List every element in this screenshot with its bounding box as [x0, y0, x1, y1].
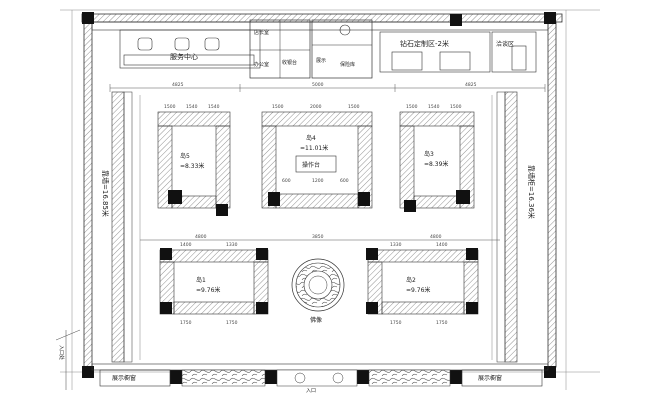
custom-area-label: 钻石定制区-2米: [400, 39, 449, 48]
vip-room-label: 洽谈区: [496, 40, 514, 48]
svg-text:1500: 1500: [272, 104, 284, 110]
chairs: [137, 37, 220, 51]
svg-text:1750: 1750: [180, 320, 192, 326]
svg-text:1540: 1540: [186, 104, 198, 110]
island-3-name: 岛3: [424, 150, 434, 158]
svg-text:1500: 1500: [164, 104, 176, 110]
dim-top-3: 4825: [465, 82, 477, 88]
island-3-length: =8.39米: [424, 160, 448, 168]
svg-text:1200: 1200: [312, 178, 324, 184]
svg-text:1500: 1500: [348, 104, 360, 110]
office-label: 店长室: [254, 29, 269, 36]
svg-text:4800: 4800: [430, 234, 442, 240]
island-4: 岛4 =11.01米 操作台 1500 2000 1500 600 1200 6…: [261, 104, 373, 209]
island-3: 岛3 =8.39米 1500 1540 1500: [399, 104, 475, 212]
dim-top-2: 5000: [312, 82, 324, 88]
cashier-label: 收银台: [282, 59, 297, 66]
svg-text:4800: 4800: [195, 234, 207, 240]
svg-text:1540: 1540: [428, 104, 440, 110]
middle-dimensions: 4800 3850 4800: [140, 234, 500, 241]
side-dimensions: [139, 95, 493, 360]
right-wall-label: 靠墙柜=16.36米: [527, 165, 536, 219]
side-note-label: 入口处: [58, 345, 65, 360]
svg-text:1330: 1330: [390, 242, 402, 248]
vault-label: 保险库: [340, 61, 355, 68]
island-4-length: =11.01米: [300, 144, 328, 152]
island-5-length: =8.33米: [180, 162, 204, 170]
outer-walls: [60, 9, 600, 390]
svg-text:1400: 1400: [180, 242, 192, 248]
storage-label: 办公室: [254, 61, 269, 68]
island-5-name: 岛5: [180, 152, 190, 160]
buddha-statue: 佛像: [291, 258, 345, 324]
window-right-label: 展示橱窗: [478, 374, 502, 382]
svg-text:1750: 1750: [390, 320, 402, 326]
operation-desk-label: 操作台: [302, 161, 320, 169]
island-1: 岛1 =9.76米 1400 1330 1750 1750: [159, 242, 269, 326]
island-1-name: 岛1: [196, 276, 206, 284]
svg-text:1500: 1500: [406, 104, 418, 110]
svg-text:2000: 2000: [310, 104, 322, 110]
island-2-length: =9.76米: [406, 286, 430, 294]
island-2: 岛2 =9.76米 1330 1400 1750 1750: [366, 242, 479, 326]
top-dimensions: 4825 5000 4825: [109, 82, 546, 92]
island-4-name: 岛4: [306, 134, 316, 142]
svg-text:1540: 1540: [208, 104, 220, 110]
svg-text:1500: 1500: [450, 104, 462, 110]
svg-text:1750: 1750: [436, 320, 448, 326]
svg-text:600: 600: [340, 178, 349, 184]
fitting-label: 展示: [316, 58, 326, 64]
buddha-label: 佛像: [310, 316, 322, 324]
svg-text:1400: 1400: [436, 242, 448, 248]
top-rooms: 服务中心 店长室 收银台 办公室 保险库 展示 钻石定制区-2米 洽谈区: [119, 19, 537, 79]
svg-text:3850: 3850: [312, 234, 324, 240]
island-1-length: =9.76米: [196, 286, 220, 294]
svg-text:1330: 1330: [226, 242, 238, 248]
window-left-label: 展示橱窗: [112, 374, 136, 382]
svg-text:600: 600: [282, 178, 291, 184]
entrance-label: 入口: [306, 388, 316, 394]
wall-cabinets: 靠墙=16.85米 靠墙柜=16.36米: [101, 91, 536, 363]
dim-top-1: 4825: [172, 82, 184, 88]
storefront: 展示橱窗 展示橱窗 入口: [91, 363, 549, 394]
side-note: 入口处: [55, 329, 81, 390]
svg-text:1750: 1750: [226, 320, 238, 326]
service-center-label: 服务中心: [170, 52, 198, 61]
left-wall-label: 靠墙=16.85米: [101, 170, 110, 217]
island-5: 岛5 =8.33米 1500 1540 1540: [157, 104, 231, 216]
island-2-name: 岛2: [406, 276, 416, 284]
